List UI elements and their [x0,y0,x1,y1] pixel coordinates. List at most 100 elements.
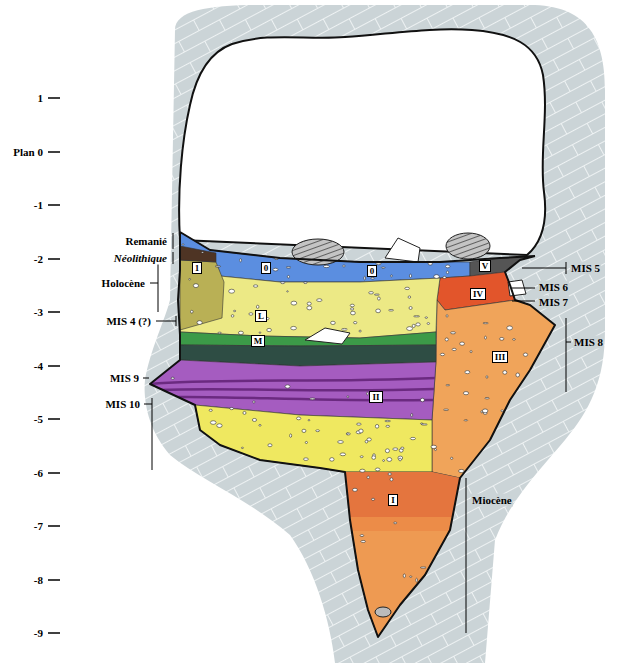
layer-number: 1 [195,263,200,273]
pebble [482,409,488,413]
pebble [367,438,371,441]
pebble [451,457,453,459]
pebble [238,331,243,334]
pebble [307,302,311,305]
pebble [230,407,234,409]
pebble [391,275,393,277]
pebble [241,447,243,448]
pebble [340,453,346,456]
pebble [516,373,520,377]
pebble [364,276,366,280]
pebble [308,420,310,421]
depth-mark: -2 [33,253,44,266]
pebble [189,278,191,280]
layer-label: 0 [367,265,378,277]
pebble [360,456,363,458]
pebble [217,424,222,428]
pebble [324,265,330,267]
pebble [388,473,391,475]
pebble [361,540,366,542]
pebble [523,353,527,356]
pebble [427,323,430,325]
pebble [252,418,256,421]
depth-mark: -9 [33,627,44,640]
pebble [483,322,488,323]
pebble [403,574,405,578]
pebble [399,458,402,461]
pebble [513,339,516,341]
pebble [316,430,320,432]
pebble [197,321,202,325]
pebble [229,289,235,293]
pebble [446,315,448,318]
pebble [452,348,456,350]
pebble [310,398,316,400]
pebble [409,307,412,310]
pebble [409,274,411,277]
pebble [486,376,488,379]
period-label: Miocène [471,494,513,507]
stage-label: MIS 8 [573,336,604,349]
period-label: Holocène [101,277,146,290]
pebble [360,535,364,537]
pebble [410,576,412,578]
pebble [387,458,392,462]
pebble [193,284,198,288]
layer-number: M [254,336,263,346]
pebble [434,275,439,279]
pebble [297,417,301,420]
pebble [367,476,369,479]
pebble [259,332,261,334]
pebble [412,324,415,327]
pebble [331,321,336,324]
pebble [305,441,307,443]
pebble [273,268,278,271]
pebble [253,401,255,403]
pebble [343,265,346,267]
pebble [253,285,258,287]
depth-mark: -3 [33,306,44,319]
pebble [243,411,246,414]
pebble [414,316,420,317]
pebble [420,398,424,402]
layer-number: L [258,311,264,321]
pebble [385,449,389,453]
pebble [407,327,413,331]
pebble [425,317,427,319]
pebble [444,409,449,410]
pebble [389,309,394,311]
pebble [240,259,242,262]
pebble [286,267,291,268]
pebble [416,578,418,582]
pebble [371,277,375,279]
stage-label: MIS 9 [109,372,140,385]
layer-number: 0 [264,263,269,273]
pebble [405,287,410,289]
pebble [507,326,513,330]
pebble [446,271,448,274]
pebble [369,292,374,294]
pebble [285,385,290,388]
stage-label: MIS 10 [104,398,141,411]
stage-label: MIS 7 [538,296,569,309]
pebble [268,444,272,447]
bedrock [145,5,605,663]
pebble [287,291,289,292]
layer-label: II [369,391,382,403]
pebble [351,308,354,310]
layer-number: III [495,352,506,362]
stage-label: MIS 5 [570,262,601,275]
pebble [231,315,234,317]
pebble [259,424,261,426]
stage-label: MIS 4 (?) [105,315,152,328]
pebble [500,337,504,340]
depth-mark: 1 [37,92,45,105]
pebble [350,304,354,307]
depth-mark: -6 [33,467,44,480]
layer-yellow [195,405,432,472]
depth-mark: -8 [33,574,44,587]
pebble [445,338,448,341]
pebble [465,371,470,374]
pebble [354,321,357,323]
